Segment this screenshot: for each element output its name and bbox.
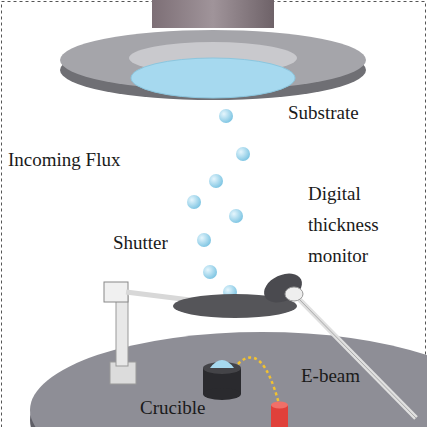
part-label: Substrate bbox=[288, 97, 418, 128]
part-label: Digital thickness monitor bbox=[308, 178, 418, 271]
crucible bbox=[203, 360, 241, 400]
part-label: Crucible bbox=[140, 392, 240, 423]
holder-shaft bbox=[152, 0, 274, 28]
part-label: Shutter bbox=[113, 227, 203, 258]
part-label: E-beam bbox=[301, 360, 401, 391]
part-label: Incoming Flux bbox=[8, 144, 178, 175]
base-plate bbox=[30, 332, 427, 427]
thickness-monitor bbox=[259, 268, 416, 418]
substrate-wafer bbox=[131, 58, 295, 98]
flux-particles bbox=[187, 109, 250, 299]
ebeam-gun bbox=[238, 357, 288, 427]
